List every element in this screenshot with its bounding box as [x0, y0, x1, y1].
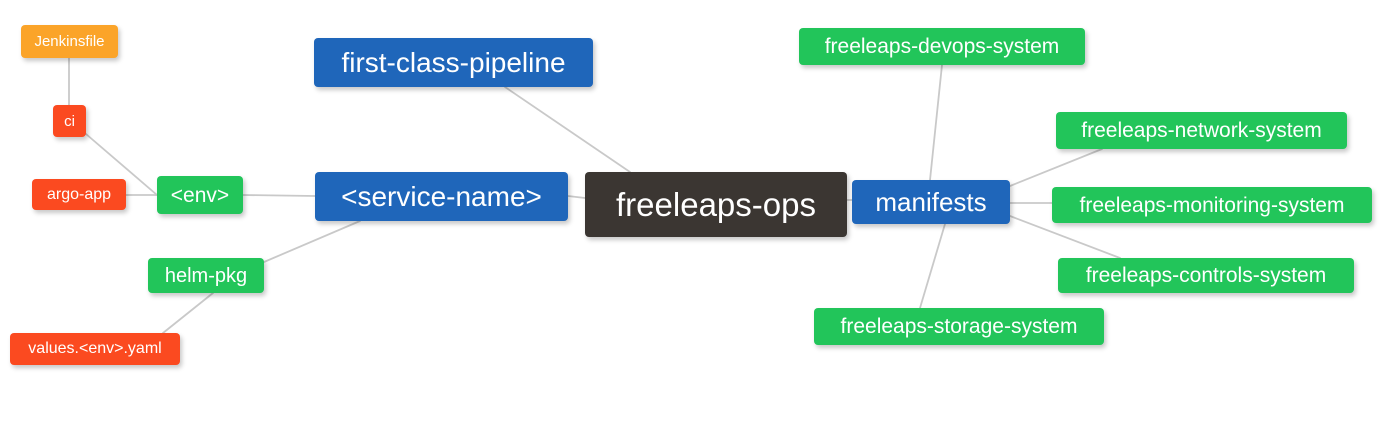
node-devops-system[interactable]: freeleaps-devops-system	[799, 28, 1085, 65]
edge-manifests-to-storage-system	[919, 223, 946, 309]
node-controls-system[interactable]: freeleaps-controls-system	[1058, 258, 1354, 293]
edge-manifests-to-network-system	[1009, 148, 1103, 187]
node-env[interactable]: <env>	[157, 176, 243, 214]
edge-first-class-pipeline-to-freeleaps-ops	[504, 86, 631, 173]
edge-service-name-to-freeleaps-ops	[567, 195, 586, 199]
node-ci[interactable]: ci	[53, 105, 86, 137]
edge-env-to-service-name	[242, 194, 316, 197]
node-manifests[interactable]: manifests	[852, 180, 1010, 224]
node-helm-pkg[interactable]: helm-pkg	[148, 258, 264, 293]
node-jenkinsfile[interactable]: Jenkinsfile	[21, 25, 118, 58]
node-network-system[interactable]: freeleaps-network-system	[1056, 112, 1347, 149]
node-monitoring-system[interactable]: freeleaps-monitoring-system	[1052, 187, 1372, 223]
node-freeleaps-ops[interactable]: freeleaps-ops	[585, 172, 847, 237]
edge-values-yaml-to-helm-pkg	[162, 292, 214, 334]
edge-manifests-to-devops-system	[929, 64, 943, 181]
node-storage-system[interactable]: freeleaps-storage-system	[814, 308, 1104, 345]
edge-helm-pkg-to-service-name	[263, 220, 361, 263]
node-argo-app[interactable]: argo-app	[32, 179, 126, 210]
node-first-class-pipeline[interactable]: first-class-pipeline	[314, 38, 593, 87]
node-values-yaml[interactable]: values.<env>.yaml	[10, 333, 180, 365]
node-service-name[interactable]: <service-name>	[315, 172, 568, 221]
